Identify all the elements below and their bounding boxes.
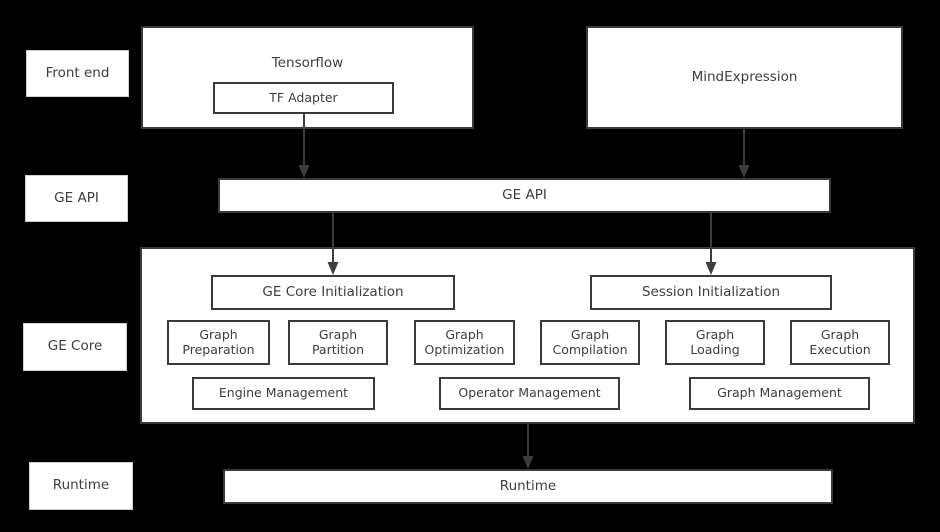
modules-graph-optimization: Graph Optimization	[414, 320, 515, 365]
tf-adapter-box: TF Adapter	[213, 82, 394, 114]
modules-graph-execution: Graph Execution	[790, 320, 890, 365]
arrow-mindexpression-to-ge-api	[736, 129, 752, 178]
management-graph-management: Graph Management	[689, 377, 870, 410]
stage-label-ge-api: GE API	[25, 175, 128, 222]
mindexpression-container: MindExpression	[586, 26, 903, 129]
arrow-ge-core-to-runtime	[520, 424, 536, 469]
tensorflow-title: Tensorflow	[271, 55, 344, 71]
init_boxes-ge-core-initialization: GE Core Initialization	[211, 275, 455, 310]
mindexpression-title: MindExpression	[691, 68, 798, 85]
arrow-ge-api-to-ge-core-init	[325, 213, 341, 275]
runtime-bar: Runtime	[223, 469, 833, 504]
ge-api-bar: GE API	[218, 178, 831, 213]
stage-label-runtime: Runtime	[29, 462, 133, 510]
stage-label-ge-core: GE Core	[23, 323, 127, 371]
management-engine-management: Engine Management	[192, 377, 375, 410]
modules-graph-preparation: Graph Preparation	[167, 320, 270, 365]
arrow-ge-api-to-session-init	[703, 213, 719, 275]
modules-graph-loading: Graph Loading	[665, 320, 765, 365]
modules-graph-partition: Graph Partition	[288, 320, 388, 365]
arrow-tf-adapter-to-ge-api	[296, 113, 312, 178]
management-operator-management: Operator Management	[439, 377, 620, 410]
stage-label-front-end: Front end	[26, 50, 129, 97]
init_boxes-session-initialization: Session Initialization	[590, 275, 832, 310]
modules-graph-compilation: Graph Compilation	[540, 320, 640, 365]
